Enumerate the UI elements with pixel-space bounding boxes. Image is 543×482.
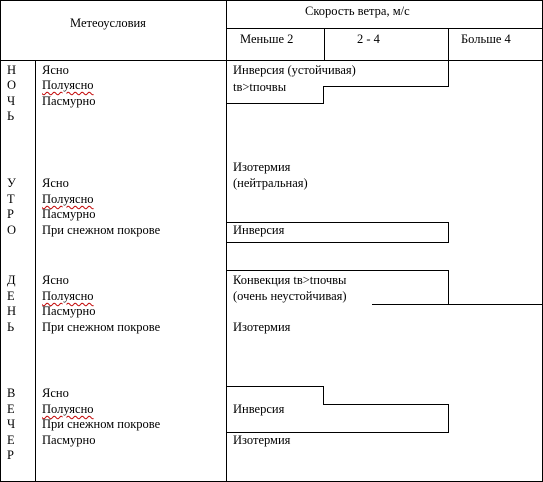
night-zone-line	[323, 86, 449, 87]
weather-snow-cover: При снежном покрове	[42, 417, 161, 431]
day-isotherm-label: Изотермия	[233, 320, 291, 334]
day-zone-line	[448, 270, 449, 305]
weather-partly-clear: Полуясно	[42, 192, 94, 206]
wind-subheader-border	[226, 28, 543, 29]
speed-lt2-header: Меньше 2	[240, 32, 294, 46]
night-inversion-label: Инверсия (устойчивая)	[233, 63, 356, 77]
evening-zone-line	[226, 432, 449, 433]
period-letter: Ч	[7, 94, 16, 108]
weather-snow-cover: При снежном покрове	[42, 223, 161, 237]
weather-snow-cover: При снежном покрове	[42, 320, 161, 334]
weather-overcast: Пасмурно	[42, 94, 96, 108]
evening-zone-line	[323, 386, 324, 405]
night-temp-relation: tв>tпочвы	[233, 80, 287, 94]
period-letter: О	[7, 223, 17, 237]
conditions-header: Метеоусловия	[70, 16, 146, 30]
wind-speed-header: Скорость ветра, м/с	[305, 4, 410, 18]
weather-clear: Ясно	[42, 63, 69, 77]
night-zone-line	[448, 60, 449, 87]
weather-partly-clear: Полуясно	[42, 289, 94, 303]
table-top-border	[0, 0, 543, 1]
weather-overcast: Пасмурно	[42, 304, 96, 318]
weather-overcast: Пасмурно	[42, 207, 96, 221]
night-zone-line	[323, 86, 324, 103]
period-letter: Д	[7, 273, 16, 287]
header-bottom-border	[0, 60, 543, 61]
period-letter: О	[7, 78, 17, 92]
morning-zone-line	[226, 222, 449, 223]
conditions-column-divider	[226, 0, 227, 482]
period-letter: Т	[7, 192, 15, 206]
morning-zone-line	[448, 222, 449, 243]
period-letter: Н	[7, 304, 17, 318]
weather-overcast: Пасмурно	[42, 433, 96, 447]
period-letter: В	[7, 386, 16, 400]
period-letter: Ь	[7, 109, 15, 123]
letters-column-divider	[35, 60, 36, 482]
weather-partly-clear: Полуясно	[42, 78, 94, 92]
evening-zone-line	[226, 386, 324, 387]
day-convection-label: Конвекция tв>tпочвы	[233, 273, 347, 287]
evening-zone-line	[448, 404, 449, 433]
period-letter: Е	[7, 402, 15, 416]
table-left-border	[0, 0, 1, 482]
period-letter: Н	[7, 63, 17, 77]
period-letter: Ь	[7, 320, 15, 334]
night-zone-line	[226, 103, 324, 104]
weather-clear: Ясно	[42, 273, 69, 287]
period-letter: Р	[7, 207, 14, 221]
day-unstable-label: (очень неустойчивая)	[233, 289, 347, 303]
weather-clear: Ясно	[42, 176, 69, 190]
speed-2-4-header: 2 - 4	[357, 32, 380, 46]
period-letter: Ч	[7, 417, 16, 431]
weather-partly-clear: Полуясно	[42, 402, 94, 416]
morning-isotherm-label: Изотермия	[233, 160, 291, 174]
speed-gt4-header: Больше 4	[461, 32, 511, 46]
weather-clear: Ясно	[42, 386, 69, 400]
morning-neutral-label: (нейтральная)	[233, 176, 308, 190]
day-zone-line	[372, 304, 543, 305]
morning-zone-line	[226, 242, 449, 243]
evening-zone-line	[323, 404, 449, 405]
day-zone-line	[226, 270, 449, 271]
morning-inversion-label: Инверсия	[233, 223, 285, 237]
evening-inversion-label: Инверсия	[233, 402, 285, 416]
speed-col-divider-1	[324, 28, 325, 61]
period-letter: У	[7, 176, 16, 190]
period-letter: Е	[7, 433, 15, 447]
period-letter: Е	[7, 289, 15, 303]
period-letter: Р	[7, 448, 14, 462]
speed-col-divider-2	[448, 28, 449, 61]
evening-isotherm-label: Изотермия	[233, 433, 291, 447]
